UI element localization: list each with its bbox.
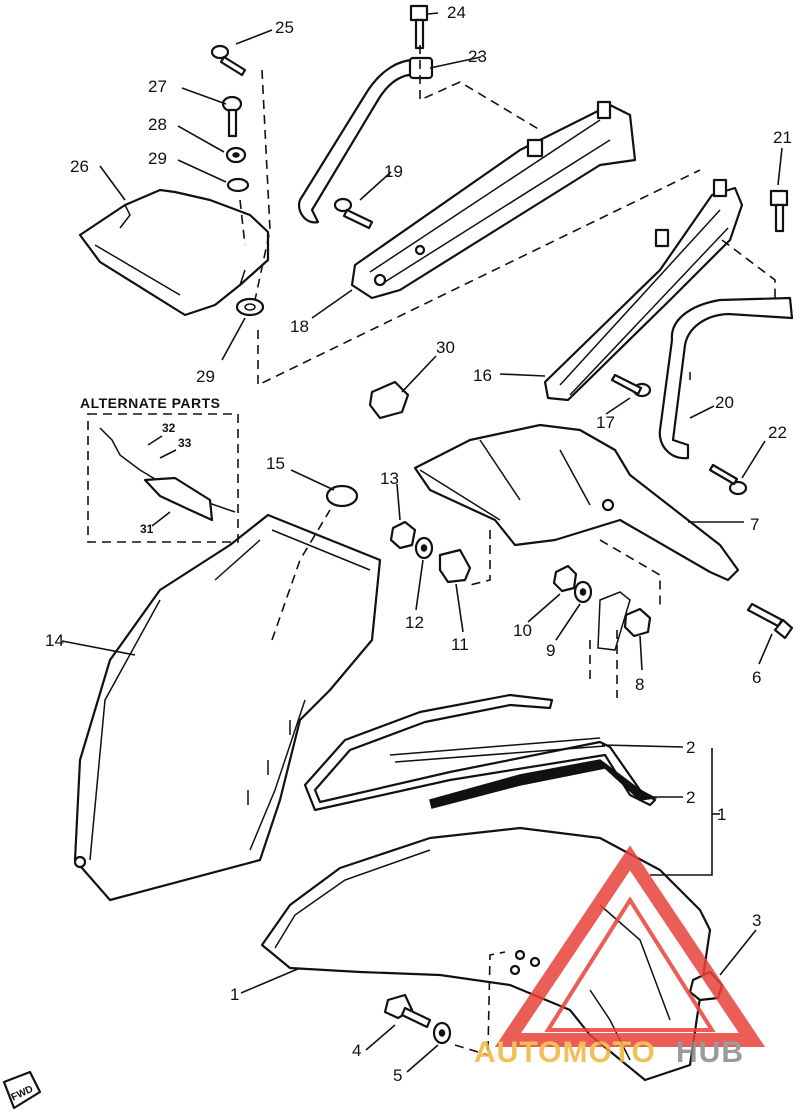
part-25-bolt <box>210 44 247 77</box>
part-8-nut <box>597 591 652 651</box>
part-2-flap-lower <box>429 759 658 809</box>
watermark-text-part2: HUB <box>676 1036 744 1069</box>
alternate-parts-title: ALTERNATE PARTS <box>80 395 221 411</box>
part-11-collar <box>438 548 472 584</box>
part-19-bolt <box>333 197 374 230</box>
part-13-nut <box>389 520 417 550</box>
part-17-bolt <box>610 373 652 398</box>
callout-25: 25 <box>275 18 294 37</box>
callout-19: 19 <box>384 162 403 181</box>
callout-26: 26 <box>70 157 89 176</box>
callout-labels: 24 25 23 27 28 29 26 19 18 21 29 30 16 1… <box>45 3 792 1085</box>
callout-30: 30 <box>436 338 455 357</box>
part-29-grommet-upper <box>226 177 250 193</box>
part-29-grommet-lower <box>235 297 265 317</box>
part-18-seat-rail-left <box>350 100 637 300</box>
callout-22: 22 <box>768 423 787 442</box>
alternate-parts-box: ALTERNATE PARTS 32 33 31 <box>80 395 239 543</box>
part-16-seat-rail-right <box>543 178 744 402</box>
leader-lines <box>61 12 783 1073</box>
part-5-washer <box>432 1021 452 1045</box>
assembly-dashed-lines <box>239 45 776 1056</box>
callout-11: 11 <box>451 635 469 654</box>
part-26-cover <box>78 188 270 317</box>
callout-2-upper: 2 <box>686 738 695 757</box>
callout-13: 13 <box>380 469 399 488</box>
callout-21: 21 <box>773 128 792 147</box>
part-6-bolt <box>746 602 794 640</box>
callout-17: 17 <box>596 413 615 432</box>
callout-20: 20 <box>715 393 734 412</box>
watermark-logo: AUTOMOTO HUB <box>474 845 766 1069</box>
callout-7: 7 <box>750 515 759 534</box>
part-7-bracket <box>413 423 740 582</box>
part-27-bolt <box>221 95 243 138</box>
callout-18: 18 <box>290 317 309 336</box>
callout-32: 32 <box>162 421 176 435</box>
part-30-clip <box>368 380 410 420</box>
callout-16: 16 <box>473 366 492 385</box>
callout-8: 8 <box>635 675 644 694</box>
callout-24: 24 <box>447 3 466 22</box>
part-20-grab-bar <box>658 296 794 460</box>
watermark-text-part1: AUTOMOTO <box>474 1036 656 1069</box>
callout-1-right: 1 <box>717 805 726 824</box>
callout-12: 12 <box>405 613 424 632</box>
callout-4: 4 <box>352 1041 361 1060</box>
callout-33: 33 <box>178 436 192 450</box>
part-21-bolt <box>769 189 789 233</box>
part-24-bolt <box>409 4 429 50</box>
part-28-washer <box>225 146 247 164</box>
callout-29-lower: 29 <box>196 367 215 386</box>
callout-1-left: 1 <box>230 985 239 1004</box>
callout-29-upper: 29 <box>148 149 167 168</box>
part-23-grab-bar <box>297 56 434 224</box>
part-15-grommet <box>325 484 359 508</box>
callout-10: 10 <box>513 621 532 640</box>
callout-28: 28 <box>148 115 167 134</box>
fwd-arrow-marker: FWD <box>2 1070 42 1110</box>
callout-2-lower: 2 <box>686 788 695 807</box>
part-9-washer <box>573 580 593 604</box>
callout-15: 15 <box>266 454 285 473</box>
callout-5: 5 <box>393 1066 402 1085</box>
callout-3: 3 <box>752 911 761 930</box>
part-14-inner-fender <box>73 513 382 902</box>
callout-9: 9 <box>546 641 555 660</box>
part-22-bolt <box>708 463 748 496</box>
callout-6: 6 <box>752 668 761 687</box>
callout-27: 27 <box>148 77 167 96</box>
part-4-bolt <box>383 993 432 1029</box>
callout-23: 23 <box>468 47 487 66</box>
callout-14: 14 <box>45 631 64 650</box>
callout-31: 31 <box>140 522 154 536</box>
part-10-nut <box>552 564 578 593</box>
part-12-washer <box>414 536 434 560</box>
